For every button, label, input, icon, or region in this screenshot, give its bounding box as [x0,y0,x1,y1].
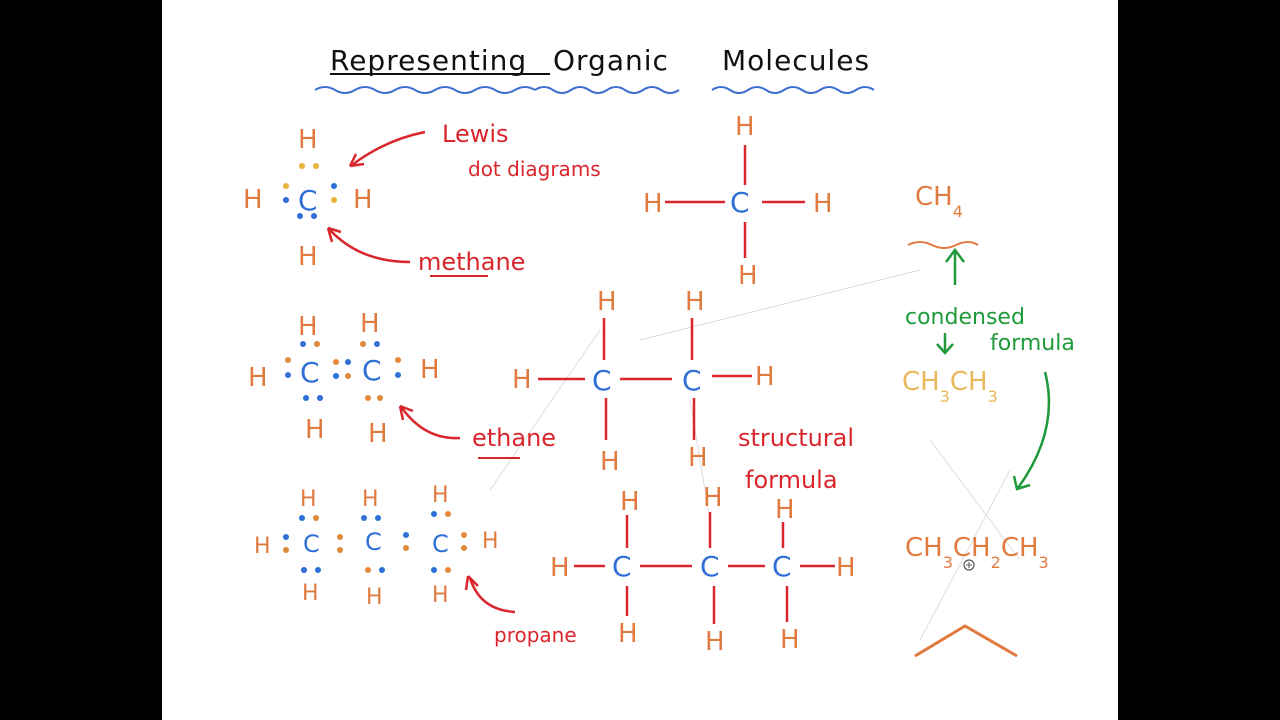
atom-h: H [688,443,708,473]
atom-c: C [303,530,320,558]
title-word-representing: Representing [330,44,527,77]
atom-h: H [298,242,318,272]
propane-structural: H H H H C C C H H H H [550,483,856,657]
title-word-molecules: Molecules [722,44,870,77]
arrow-ethane [400,407,461,440]
atom-c: C [682,364,702,397]
atom-c: C [362,354,382,387]
whiteboard [162,0,1118,720]
label-ethane: ethane [472,424,556,452]
condensed-methane: CH4 [915,182,963,221]
atom-h: H [305,415,325,445]
label-lewis: Lewis [442,120,509,148]
atom-c: C [300,356,320,389]
title-word-organic: Organic [553,44,669,77]
atom-h: H [775,495,795,525]
title-wavy-underline-2 [534,86,680,94]
atom-h: H [600,447,620,477]
atom-c: C [298,184,318,217]
atom-h: H [432,583,449,608]
atom-h: H [254,534,271,559]
atom-h: H [353,185,373,215]
atom-h: H [298,125,318,155]
arrow-propane [468,577,516,614]
atom-h: H [703,483,723,513]
atom-h: H [243,185,263,215]
methane-lewis: H H C H H [243,125,373,272]
left-letterbox [0,0,162,720]
atom-h: H [302,581,319,606]
atom-h: H [738,261,758,291]
atom-h: H [550,553,570,583]
atom-h: H [420,355,440,385]
atom-h: H [366,585,383,610]
atom-h: H [735,112,755,142]
atom-h: H [685,287,705,317]
atom-h: H [298,312,318,342]
atom-h: H [618,619,638,649]
atom-c: C [612,550,632,583]
ethane-structural: H H H C C H H H [512,287,775,477]
atom-h: H [643,189,663,219]
label-condensed: condensed [905,305,1025,330]
atom-c: C [772,550,792,583]
atom-h: H [432,483,449,508]
atom-h: H [368,419,388,449]
atom-c: C [592,364,612,397]
propane-skeletal [914,624,1018,658]
arrow-methane [329,229,411,264]
atom-h: H [300,487,317,512]
arrow-lewis [351,130,426,166]
arrow-condensed-green [1016,371,1051,489]
atom-h: H [482,529,499,554]
title-wavy-underline-1 [314,86,536,94]
arrowhead [348,153,365,168]
atom-c: C [365,528,382,556]
atom-h: H [620,487,640,517]
atom-h: H [836,553,856,583]
cursor-marker [963,559,975,571]
atom-h: H [360,309,380,339]
ethane-lewis: H H H C C H H H [248,309,440,449]
atom-h: H [755,362,775,392]
label-structural: structural [738,424,854,452]
condensed-ethane: CH3CH3 [902,367,998,406]
atom-c: C [700,550,720,583]
label-dot-diagrams: dot diagrams [468,157,601,181]
atom-h: H [705,627,725,657]
label-methane: methane [418,248,525,276]
atom-c: C [730,186,750,219]
atom-h: H [780,625,800,655]
atom-h: H [597,287,617,317]
condensed-propane: CH3CH2CH3 [905,533,1049,572]
label-propane: propane [494,623,577,647]
atom-h: H [813,189,833,219]
atom-h: H [248,363,268,393]
atom-h: H [362,487,379,512]
propane-lewis: H H H H C C C H H H H [254,483,499,610]
title-wavy-underline-3 [711,86,875,94]
methane-structural: H H C H H [643,112,833,291]
atom-h: H [512,365,532,395]
label-condensed-formula: formula [990,331,1075,356]
right-letterbox [1118,0,1280,720]
atom-c: C [432,530,449,558]
label-formula: formula [745,466,838,494]
